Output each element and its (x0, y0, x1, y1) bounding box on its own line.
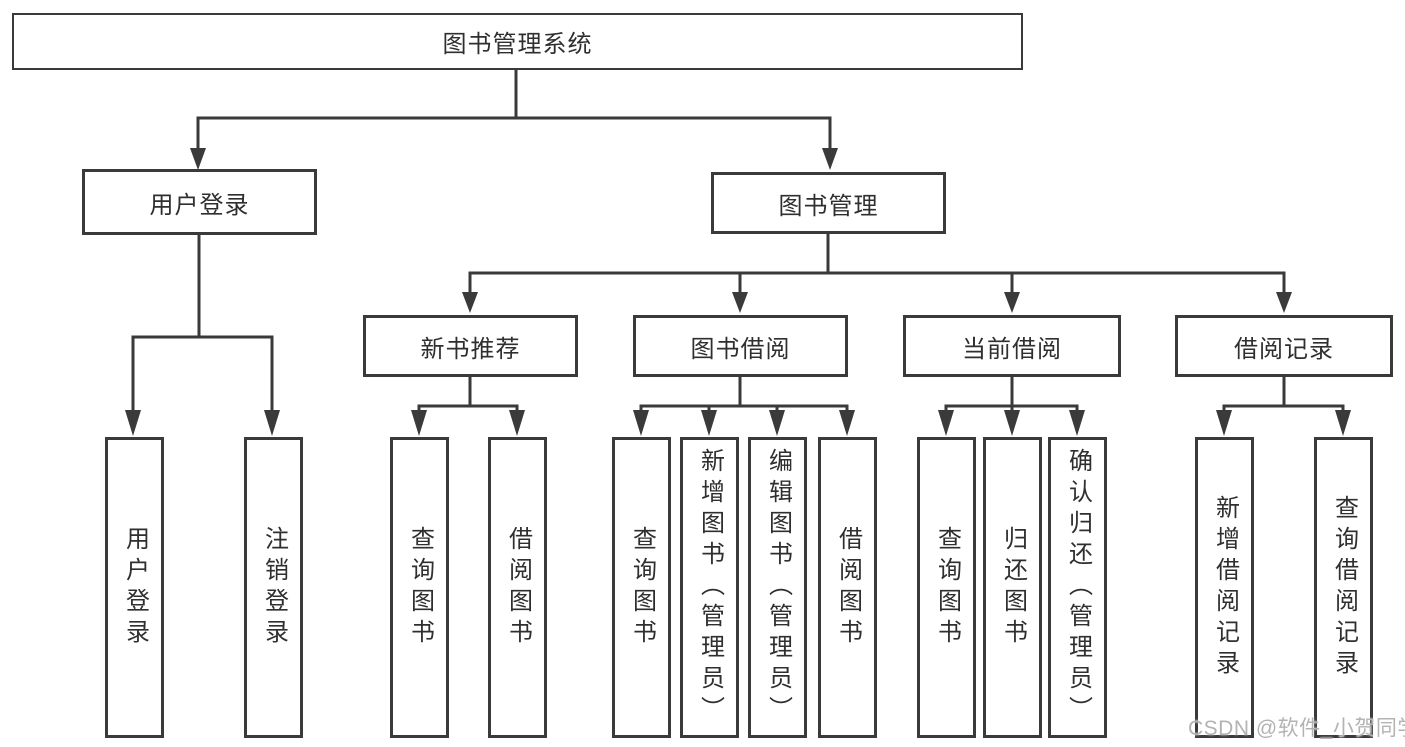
leaf-edit-books-admin: 编辑图书（管理员） (748, 437, 807, 738)
node-label: 图书管理系统 (442, 31, 593, 58)
leaf-query-books-current: 查询图书 (917, 437, 976, 738)
leaf-borrow-books-borrowing: 借阅图书 (818, 437, 877, 738)
node-label: 查询图书 (933, 525, 961, 650)
node-label: 借阅图书 (834, 525, 862, 650)
node-book-management: 图书管理 (711, 172, 946, 234)
node-label: 查询图书 (406, 525, 434, 650)
leaf-add-borrow-record: 新增借阅记录 (1195, 437, 1254, 738)
node-new-book-recommendation: 新书推荐 (363, 315, 578, 377)
node-label: 查询借阅记录 (1330, 494, 1358, 681)
node-label: 图书管理 (778, 192, 879, 220)
leaf-borrow-books-recommend: 借阅图书 (488, 437, 547, 738)
node-label: 注销登录 (260, 525, 288, 650)
leaf-query-books-borrowing: 查询图书 (612, 437, 671, 738)
node-borrowing-records: 借阅记录 (1175, 315, 1393, 377)
leaf-add-books-admin: 新增图书（管理员） (680, 437, 739, 738)
csdn-watermark: CSDN @软件_小贺同学 (1188, 717, 1405, 740)
node-label: 图书借阅 (690, 335, 791, 363)
leaf-confirm-return-admin: 确认归还（管理员） (1048, 437, 1107, 738)
node-label: 归还图书 (999, 525, 1027, 650)
node-label: 新增图书（管理员） (696, 448, 724, 727)
node-label: 用户登录 (149, 191, 250, 219)
node-current-borrowing: 当前借阅 (903, 315, 1121, 377)
leaf-return-books: 归还图书 (983, 437, 1042, 738)
node-book-borrowing: 图书借阅 (633, 315, 848, 377)
leaf-logout-login: 注销登录 (244, 437, 303, 738)
leaf-user-login: 用户登录 (105, 437, 164, 738)
node-label: 查询图书 (628, 525, 656, 650)
leaf-query-borrow-record: 查询借阅记录 (1314, 437, 1373, 738)
node-label: 新增借阅记录 (1211, 494, 1239, 681)
node-label: 用户登录 (121, 525, 149, 650)
node-label: 借阅图书 (504, 525, 532, 650)
node-label: 新书推荐 (420, 335, 521, 363)
node-library-management-system: 图书管理系统 (12, 13, 1023, 70)
node-label: 借阅记录 (1234, 335, 1334, 363)
node-label: 编辑图书（管理员） (764, 448, 792, 727)
node-label: 当前借阅 (962, 335, 1062, 363)
node-label: 确认归还（管理员） (1064, 448, 1092, 727)
leaf-query-books-recommend: 查询图书 (390, 437, 449, 738)
node-user-login: 用户登录 (82, 169, 317, 235)
